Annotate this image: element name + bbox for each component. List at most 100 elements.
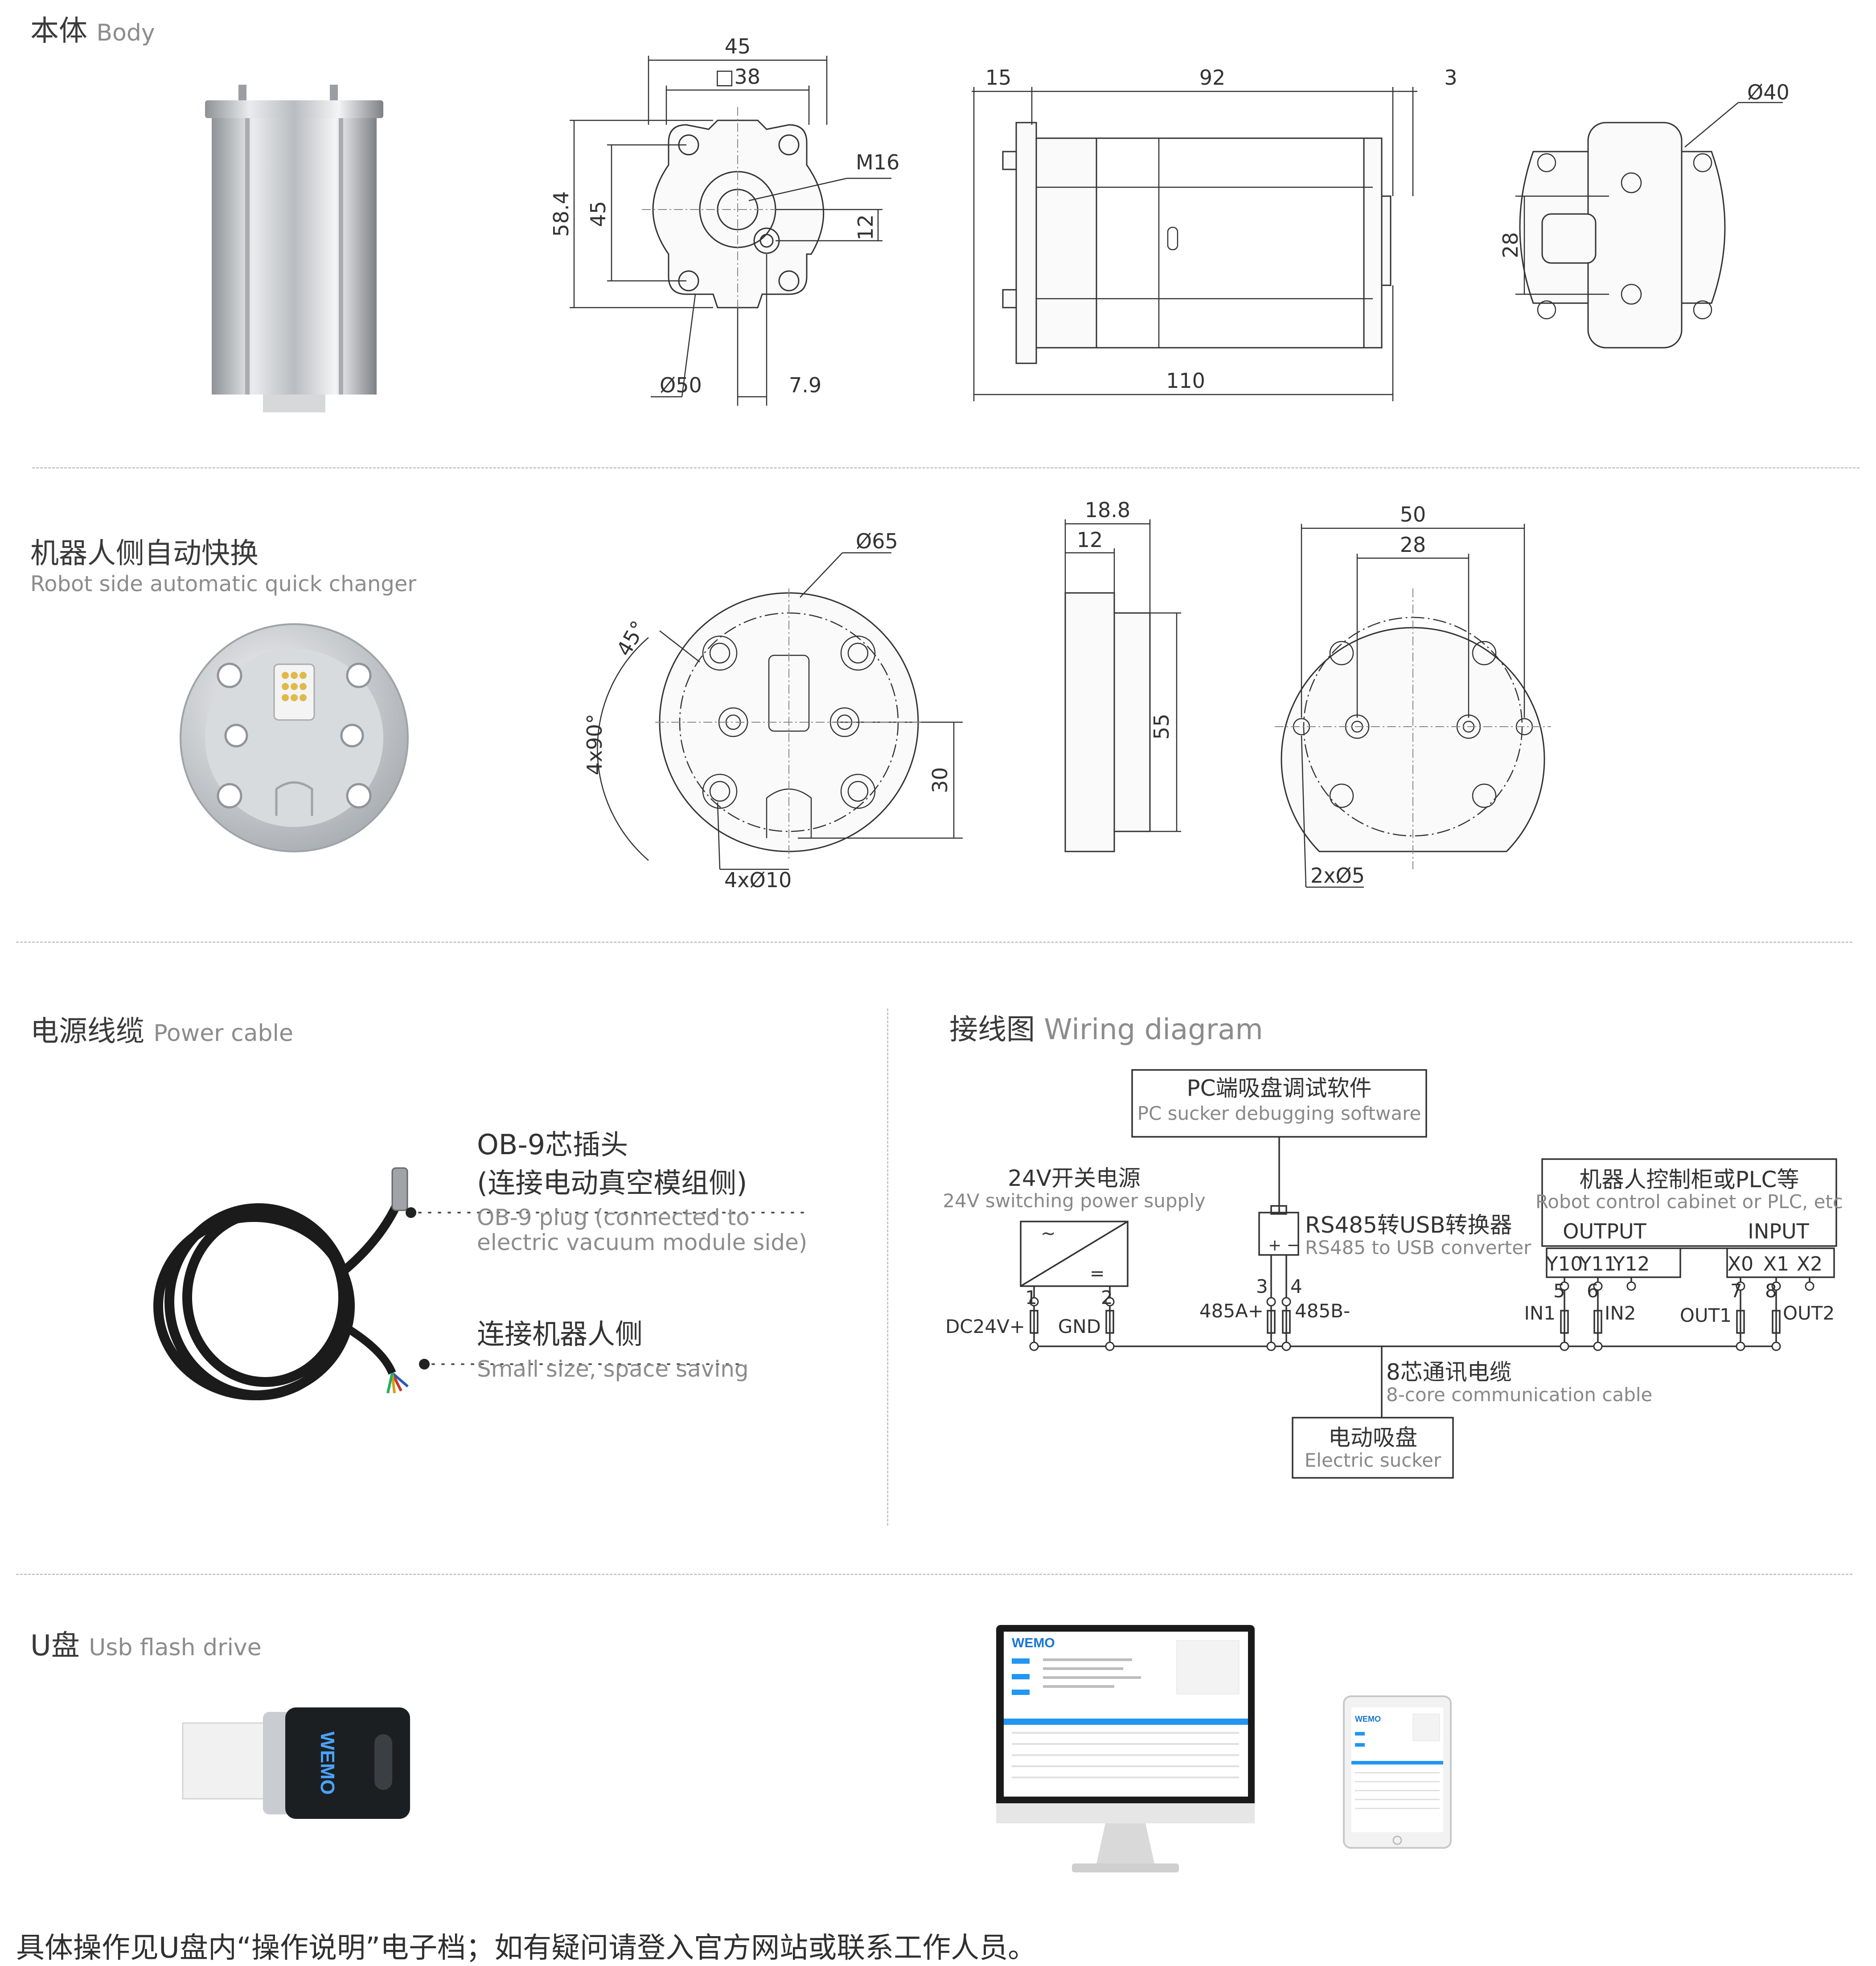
dim-m16: M16	[856, 150, 899, 174]
pc-en: PC sucker debugging software	[1137, 1102, 1421, 1124]
divider	[16, 942, 1852, 943]
pc-cn: PC端吸盘调试软件	[1186, 1075, 1371, 1101]
title-en: Power cable	[153, 1020, 293, 1047]
plug-cn-1: OB-9芯插头	[477, 1128, 628, 1161]
section-title-cable: 电源线缆 Power cable	[30, 1008, 293, 1049]
label-dc24v: DC24V+	[945, 1316, 1025, 1337]
label-485a: 485A+	[1199, 1300, 1264, 1322]
usb-logo: WEMO	[316, 1732, 338, 1795]
dim-45-top: 45	[725, 34, 751, 58]
cable-en: 8-core communication cable	[1386, 1384, 1652, 1406]
plug-en-2: electric vacuum module side)	[477, 1230, 808, 1255]
wemo-logo: WEMO	[1012, 1636, 1055, 1650]
pin-8: 8	[1765, 1280, 1777, 1302]
pin-3: 3	[1256, 1275, 1268, 1297]
title-cn: 本体	[30, 15, 87, 48]
dim-d40: Ø40	[1747, 80, 1790, 104]
term-x0: X0	[1728, 1253, 1753, 1275]
section-title-changer: 机器人侧自动快换 Robot side automatic quick chan…	[30, 531, 416, 596]
divider	[32, 467, 1860, 469]
body-photo	[205, 85, 383, 412]
term-x2: X2	[1797, 1253, 1823, 1275]
wiring-diagram: ~ = + − PC端吸盘调试软件 PC sucker debugging so…	[943, 1069, 1843, 1479]
footer-note: 具体操作见U盘内“操作说明”电子档；如有疑问请登入官方网站或联系工作人员。	[16, 1932, 1037, 1965]
section-title-usb: U盘 Usb flash drive	[30, 1623, 262, 1664]
title-en: Body	[96, 20, 155, 46]
dim-45-left: 45	[586, 201, 610, 227]
section-title-body: 本体 Body	[30, 8, 155, 49]
dim-7-9: 7.9	[789, 373, 821, 397]
dim-12: 12	[854, 214, 878, 241]
title-en: Robot side automatic quick changer	[30, 572, 417, 596]
dim-d50: Ø50	[660, 373, 702, 397]
cable-plug-label: OB-9芯插头 (连接电动真空模组侧) OB-9 plug (connected…	[477, 1126, 807, 1255]
label-in2: IN2	[1605, 1302, 1636, 1324]
dim-4x90: 4x90°	[583, 714, 607, 775]
sucker-en: Electric sucker	[1305, 1449, 1441, 1471]
title-cn: 机器人侧自动快换	[30, 537, 259, 570]
column-divider	[887, 1008, 888, 1526]
psu-en: 24V switching power supply	[943, 1190, 1205, 1212]
term-y10: Y10	[1546, 1253, 1583, 1275]
robot-en: Small size, space saving	[477, 1356, 749, 1382]
svg-text:=: =	[1090, 1263, 1105, 1284]
output-label: OUTPUT	[1563, 1219, 1646, 1243]
term-x1: X1	[1763, 1253, 1789, 1275]
dim-30: 30	[928, 767, 952, 794]
cable-leaders	[406, 1207, 812, 1370]
robot-cn: 连接机器人侧	[477, 1318, 643, 1350]
cable-cn: 8芯通讯电缆	[1386, 1359, 1512, 1385]
plc-cn: 机器人控制柜或PLC等	[1580, 1167, 1799, 1193]
svg-text:+ −: + −	[1268, 1236, 1300, 1254]
usb-drive-photo: WEMO	[182, 1707, 410, 1819]
dim-110: 110	[1166, 369, 1205, 393]
changer-front-drawing: Ø65 45° 4x90° 30 4xØ10	[583, 529, 963, 892]
label-out1: OUT1	[1680, 1304, 1732, 1326]
dim-15: 15	[985, 66, 1012, 90]
title-cn: U盘	[30, 1629, 80, 1662]
dim-58-4: 58.4	[549, 191, 573, 237]
dim-sq38: □38	[715, 65, 760, 89]
power-cable-photo	[153, 1167, 409, 1400]
wemo-logo-tablet: WEMO	[1355, 1715, 1381, 1723]
dim-18-8: 18.8	[1085, 498, 1130, 522]
pin-1: 1	[1025, 1287, 1037, 1308]
svg-text:~: ~	[1041, 1223, 1056, 1244]
body-back-drawing: 28 Ø40	[1498, 80, 1790, 349]
dim-50: 50	[1400, 502, 1426, 526]
dim-2xd5: 2xØ5	[1310, 864, 1365, 888]
changer-photo	[180, 623, 409, 852]
tablet-screenshot: WEMO	[1343, 1695, 1452, 1849]
psu-cn: 24V开关电源	[1008, 1165, 1141, 1191]
term-y12: Y12	[1613, 1253, 1650, 1275]
dim-45deg: 45°	[612, 617, 651, 660]
pin-4: 4	[1290, 1275, 1302, 1297]
divider	[16, 1574, 1852, 1575]
section-title-wiring: 接线图 Wiring diagram	[949, 1007, 1263, 1048]
dim-55: 55	[1149, 714, 1174, 740]
input-label: INPUT	[1748, 1219, 1809, 1243]
title-en: Usb flash drive	[89, 1634, 262, 1661]
dim-28-back: 28	[1400, 533, 1426, 557]
sucker-cn: 电动吸盘	[1328, 1425, 1417, 1451]
title-cn: 电源线缆	[30, 1015, 144, 1048]
pin-6: 6	[1587, 1280, 1599, 1302]
dim-4xd10: 4xØ10	[724, 868, 792, 892]
dim-3: 3	[1444, 66, 1457, 90]
changer-side-drawing: 18.8 12 55	[1064, 498, 1181, 852]
label-gnd: GND	[1058, 1316, 1101, 1337]
title-en: Wiring diagram	[1044, 1013, 1263, 1046]
title-cn: 接线图	[949, 1013, 1035, 1046]
pin-2: 2	[1101, 1287, 1113, 1308]
rs-en: RS485 to USB converter	[1305, 1237, 1531, 1259]
plc-en: Robot control cabinet or PLC, etc	[1535, 1191, 1843, 1213]
body-side-drawing: 15 92 3 110	[972, 66, 1457, 401]
changer-back-drawing: 50 28 2xØ5	[1275, 502, 1551, 888]
dim-d65: Ø65	[856, 529, 898, 553]
body-front-drawing: 45 □38 M16 58.4 45 12 Ø50 7.9	[549, 34, 899, 406]
label-out2: OUT2	[1783, 1302, 1835, 1324]
plug-en-1: OB-9 plug (connected to	[477, 1205, 750, 1230]
plug-cn-2: (连接电动真空模组侧)	[477, 1167, 747, 1199]
pin-7: 7	[1730, 1280, 1742, 1302]
label-in1: IN1	[1524, 1302, 1556, 1324]
